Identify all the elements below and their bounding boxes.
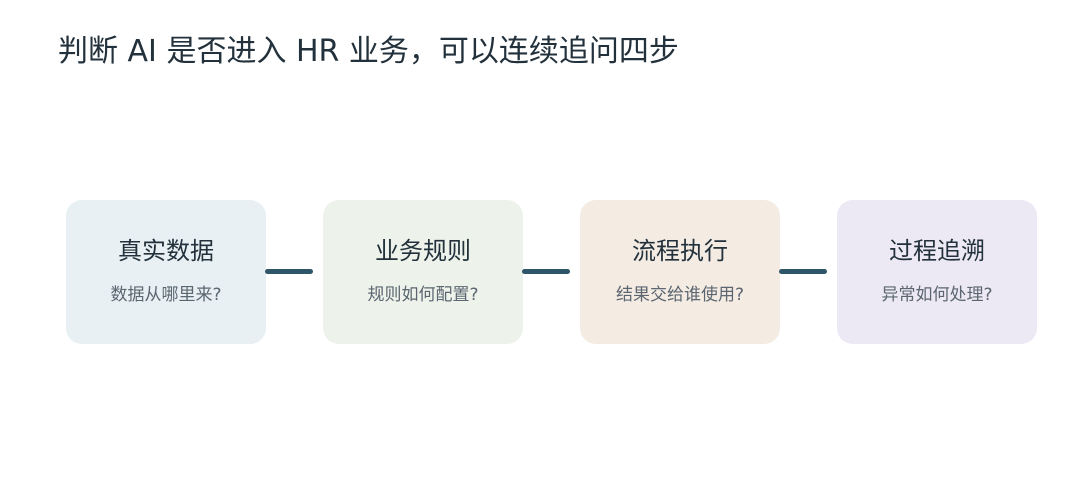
step-question: 规则如何配置? <box>367 285 479 305</box>
step-question: 异常如何处理? <box>881 285 993 305</box>
step-title: 真实数据 <box>118 237 214 265</box>
step-card-real-data: 真实数据 数据从哪里来? <box>66 200 266 344</box>
page-title: 判断 AI 是否进入 HR 业务，可以连续追问四步 <box>58 34 679 69</box>
connector-arrow-1 <box>265 269 313 274</box>
step-question: 数据从哪里来? <box>110 285 222 305</box>
step-title: 过程追溯 <box>889 237 985 265</box>
step-card-process-execution: 流程执行 结果交给谁使用? <box>580 200 780 344</box>
step-card-business-rules: 业务规则 规则如何配置? <box>323 200 523 344</box>
step-title: 业务规则 <box>375 237 471 265</box>
step-card-traceability: 过程追溯 异常如何处理? <box>837 200 1037 344</box>
step-question: 结果交给谁使用? <box>615 285 745 305</box>
connector-arrow-2 <box>522 269 570 274</box>
step-title: 流程执行 <box>632 237 728 265</box>
connector-arrow-3 <box>779 269 827 274</box>
